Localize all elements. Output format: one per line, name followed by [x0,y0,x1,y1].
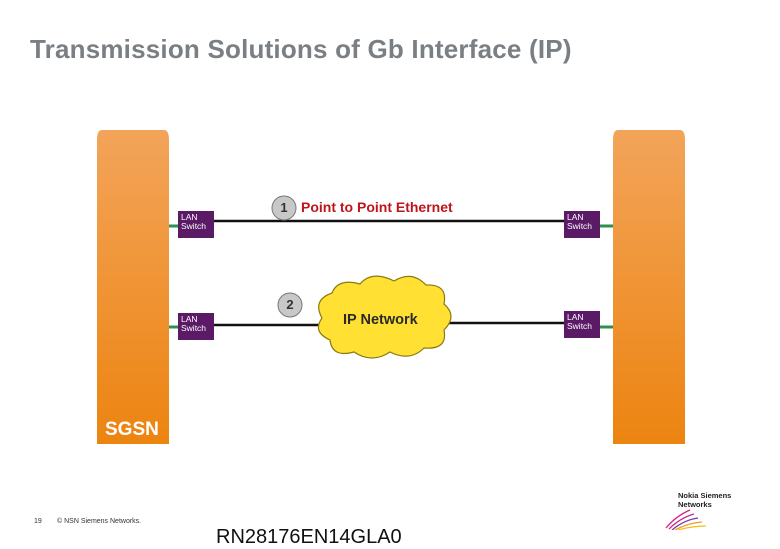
link-1-number: 1 [280,200,288,215]
copyright: © NSN Siemens Networks. [57,518,142,525]
link-2-number: 2 [286,297,294,312]
link-2-badge [277,292,303,318]
link-1-label: Point to Point Ethernet [301,199,453,215]
lan-switch-label: LAN Switch [181,212,207,231]
ip-network-label: IP Network [343,312,418,328]
lan-switch-label: LAN Switch [181,314,207,333]
lan-switch-right-2: LAN Switch [564,311,600,338]
lan-switch-left-2: LAN Switch [178,313,214,340]
sgsn-label: SGSN [105,419,159,440]
logo-text: Nokia Siemens Networks [678,491,732,509]
nsn-logo-icon [665,509,707,530]
lan-switch-label: LAN Switch [567,312,593,331]
sgsn-pillar [97,130,169,444]
page-title: Transmission Solutions of Gb Interface (… [30,34,572,64]
ip-network-cloud [317,275,452,359]
link-1-badge [271,195,297,221]
document-code: RN28176EN14GLA0 [216,526,402,548]
page-number: 19 [34,518,42,525]
lan-switch-left-1: LAN Switch [178,211,214,238]
lan-switch-right-1: LAN Switch [564,211,600,238]
remote-pillar [613,130,685,444]
lan-switch-label: LAN Switch [567,212,593,231]
